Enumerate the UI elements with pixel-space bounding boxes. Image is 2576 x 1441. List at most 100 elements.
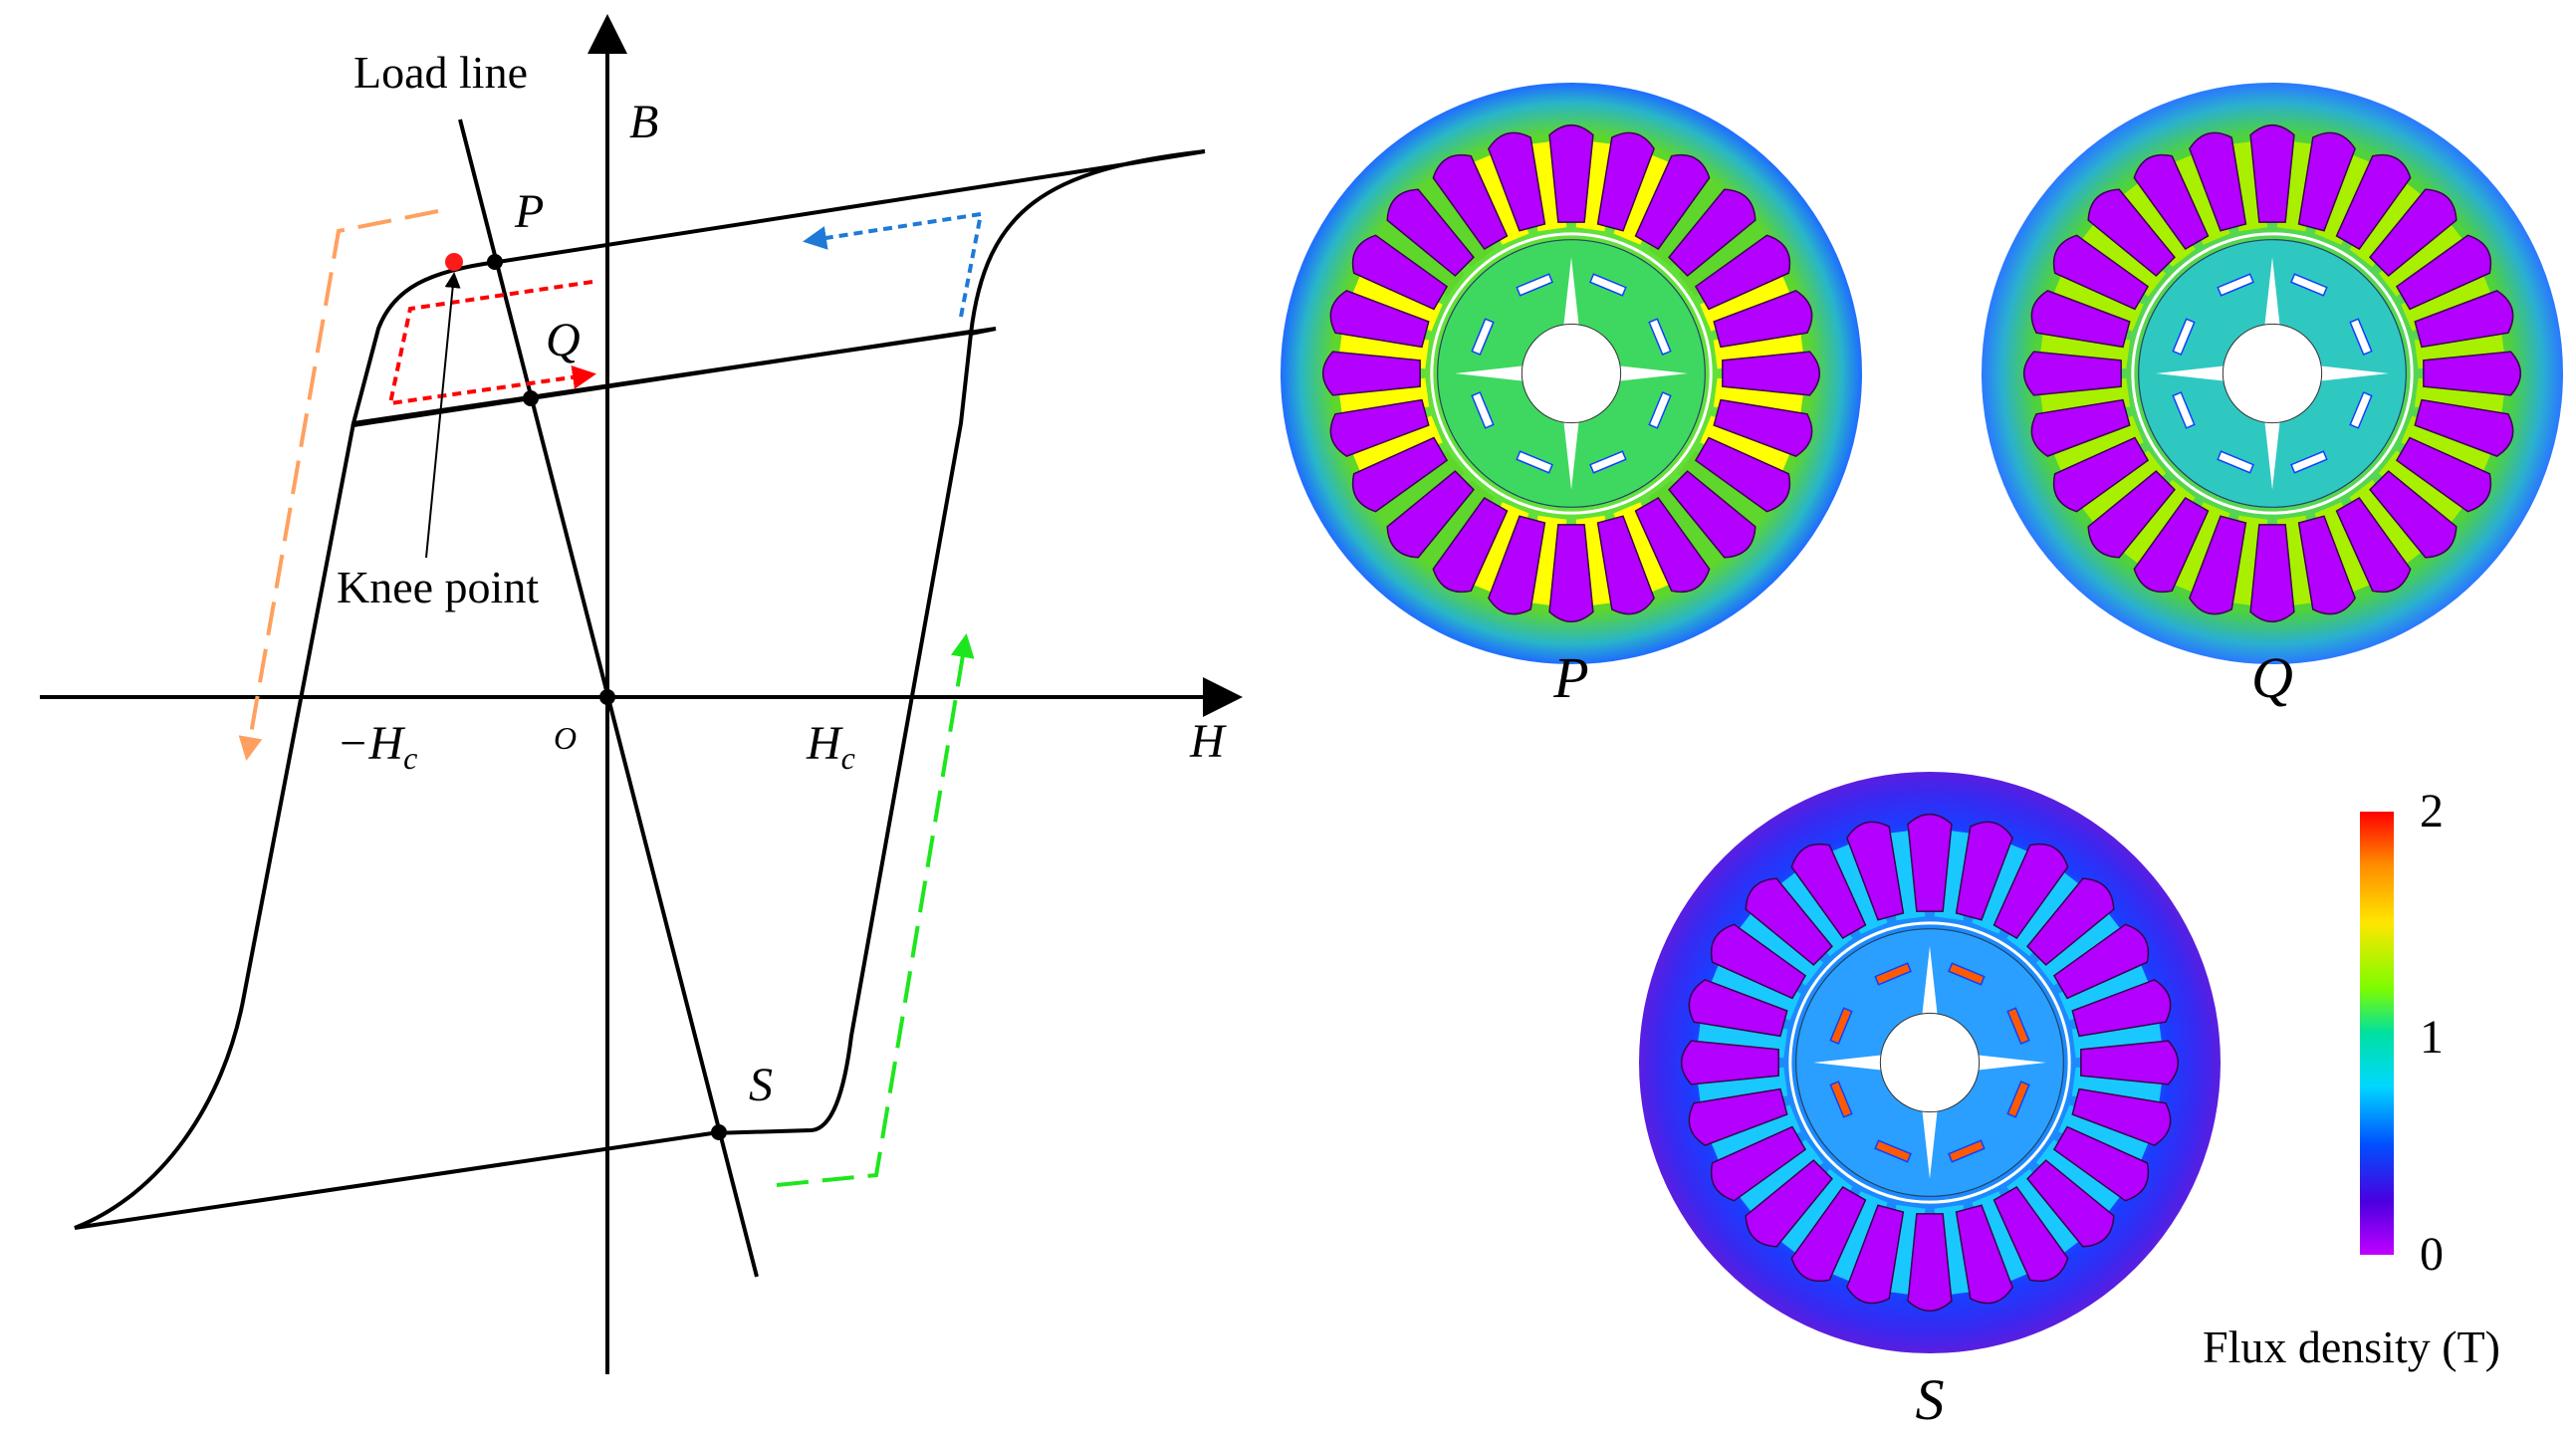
coil-slot <box>2297 131 2356 232</box>
rotor-magnet <box>2217 273 2254 297</box>
coil-slot <box>2395 234 2492 311</box>
stator-tooth <box>1648 479 1725 568</box>
coil-slot <box>1488 131 1546 232</box>
coil-slot <box>1745 877 1833 966</box>
flux-map-s <box>1639 772 2221 1353</box>
coil-slot <box>1634 153 1711 251</box>
coil-slot <box>1846 1204 1905 1305</box>
coil-slot <box>1722 351 1821 396</box>
coil-slot <box>1710 923 1807 1000</box>
coil-slot <box>1992 842 2069 940</box>
coil-slot <box>2030 290 2131 349</box>
colorbar-tick-mid: 1 <box>2420 1011 2444 1064</box>
neg-coercive-h: −H <box>337 717 405 770</box>
stator-tooth <box>2035 909 2124 986</box>
colorbar-tick-bottom: 0 <box>2420 1228 2444 1281</box>
point-q-label: Q <box>546 314 581 366</box>
coil-slot <box>2087 188 2176 277</box>
shaft-hole <box>1521 323 1622 424</box>
recoil-line <box>352 330 972 427</box>
coil-slot <box>2249 524 2295 623</box>
coil-slot <box>1710 1125 1807 1202</box>
air-gap <box>1430 232 1713 515</box>
stator-tooth <box>1648 179 1725 268</box>
rotor-magnet <box>2006 1007 2030 1045</box>
coil-slot <box>1548 524 1594 623</box>
rotor-magnet <box>1874 962 1912 986</box>
coil-slot <box>2369 188 2458 277</box>
stator-tooth <box>2401 271 2493 332</box>
shaft-hole <box>1879 1012 1981 1113</box>
coil-slot <box>2189 515 2247 615</box>
coil-slot <box>2052 234 2150 311</box>
coil-slot <box>1713 398 1813 457</box>
stator-tooth <box>1469 152 1529 245</box>
stator-tooth <box>1709 960 1801 1021</box>
rotor-magnet <box>1471 391 1495 429</box>
rotor-magnet <box>2290 450 2328 474</box>
stator-tooth <box>2401 415 2493 476</box>
coil-slot <box>1907 813 1953 912</box>
stator-tooth <box>2378 450 2466 527</box>
red-path <box>387 280 596 406</box>
stator-tooth <box>1677 450 1765 527</box>
stator-tooth <box>2058 1104 2151 1165</box>
stator-tooth <box>1377 220 1466 297</box>
rotor-magnet <box>2290 273 2328 297</box>
stator-tooth <box>1613 152 1674 245</box>
coil-slot <box>2026 1159 2115 1248</box>
coil-slot <box>2297 515 2356 615</box>
rotor-magnet <box>2172 391 2196 429</box>
rotor-magnet <box>1829 1007 1853 1045</box>
stator-tooth <box>2349 179 2426 268</box>
hysteresis-loop <box>74 149 1206 1230</box>
rotor-magnet <box>1471 318 1495 356</box>
stator-tooth <box>1613 502 1674 595</box>
neg-coercive-sub: c <box>403 740 417 776</box>
coil-slot <box>1596 131 1655 232</box>
coil-slot <box>1432 153 1509 251</box>
orange-path <box>238 209 439 761</box>
rotor-magnet <box>1648 318 1672 356</box>
stator-tooth <box>1377 450 1466 527</box>
colorbar-tick-top: 2 <box>2420 785 2444 838</box>
coil-slot <box>1713 290 1813 349</box>
coil-slot <box>1955 1204 2013 1305</box>
h-axis-label: H <box>1189 715 1227 768</box>
stator-tooth <box>2119 479 2196 568</box>
coil-slot <box>1488 515 1546 615</box>
stator-tooth <box>2314 502 2375 595</box>
coil-slot <box>1846 821 1905 921</box>
stator-tooth <box>2006 1168 2083 1257</box>
rotor-magnet <box>2349 391 2373 429</box>
colorbar: 2 1 0 Flux density (T) <box>2203 785 2500 1372</box>
coil-slot <box>1321 351 1421 396</box>
stator-tooth <box>1677 220 1765 297</box>
coil-slot <box>1386 188 1475 277</box>
coil-slot <box>2071 1087 2172 1146</box>
stator-tooth <box>2051 415 2144 476</box>
stator-tooth <box>1700 415 1792 476</box>
shaft-hole <box>2222 323 2323 424</box>
flux-map-q <box>1982 83 2563 664</box>
coil-slot <box>2026 877 2115 966</box>
coil-slot <box>1432 496 1509 594</box>
point-s-label: S <box>749 1059 773 1111</box>
rotor-magnet <box>1874 1139 1912 1163</box>
stator-tooth <box>1418 479 1495 568</box>
rotor-magnet <box>2172 318 2196 356</box>
rotor-outline <box>2138 239 2407 508</box>
coil-slot <box>2414 398 2514 457</box>
coil-slot <box>1329 290 1430 349</box>
point-p-marker <box>487 254 503 270</box>
neg-coercive-label: −Hc <box>337 717 417 776</box>
rotor-magnet <box>1516 273 1553 297</box>
coil-slot <box>2022 351 2122 396</box>
stator-tooth <box>1350 271 1443 332</box>
coil-slot <box>2395 436 2492 513</box>
coil-slot <box>1992 1185 2069 1283</box>
stator-tooth <box>2078 220 2167 297</box>
coil-slot <box>1634 496 1711 594</box>
coil-slot <box>2335 153 2412 251</box>
coil-slot <box>1745 1159 1833 1248</box>
